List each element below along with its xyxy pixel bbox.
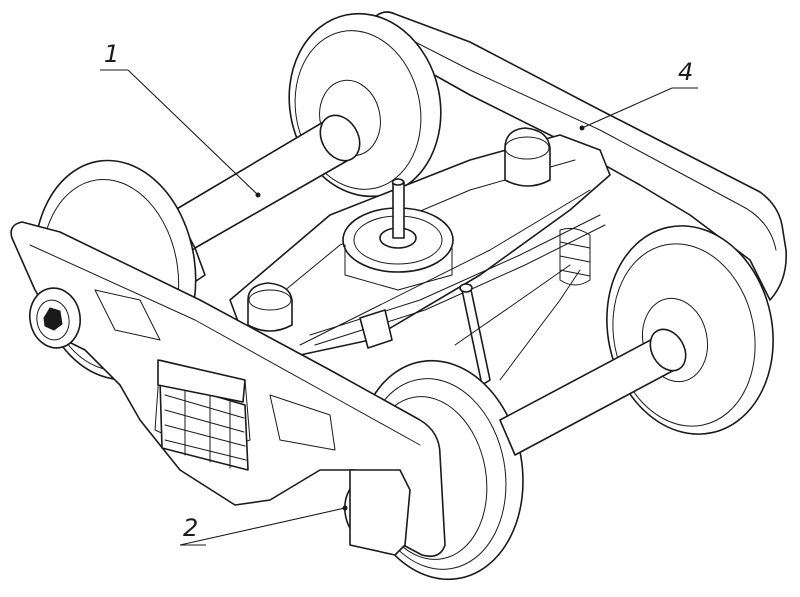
side-bearing-front xyxy=(247,282,293,332)
axle-rear xyxy=(174,114,361,249)
wedge-block xyxy=(157,359,246,403)
axle-box-front xyxy=(344,469,411,556)
callout-2-leader xyxy=(179,505,348,546)
axle-front-right xyxy=(499,328,687,456)
center-plate xyxy=(342,178,454,291)
callout-4-leader xyxy=(579,87,698,131)
callout-2-label: 2 xyxy=(183,514,198,542)
callout-1-label: 1 xyxy=(104,40,119,68)
right-side-frame xyxy=(371,11,787,301)
callout-1-leader xyxy=(100,69,261,198)
callout-4-label: 4 xyxy=(678,58,693,86)
rear-spring-nest xyxy=(559,227,591,286)
axle-box-rear xyxy=(29,287,81,349)
side-bearing-rear xyxy=(504,127,551,187)
